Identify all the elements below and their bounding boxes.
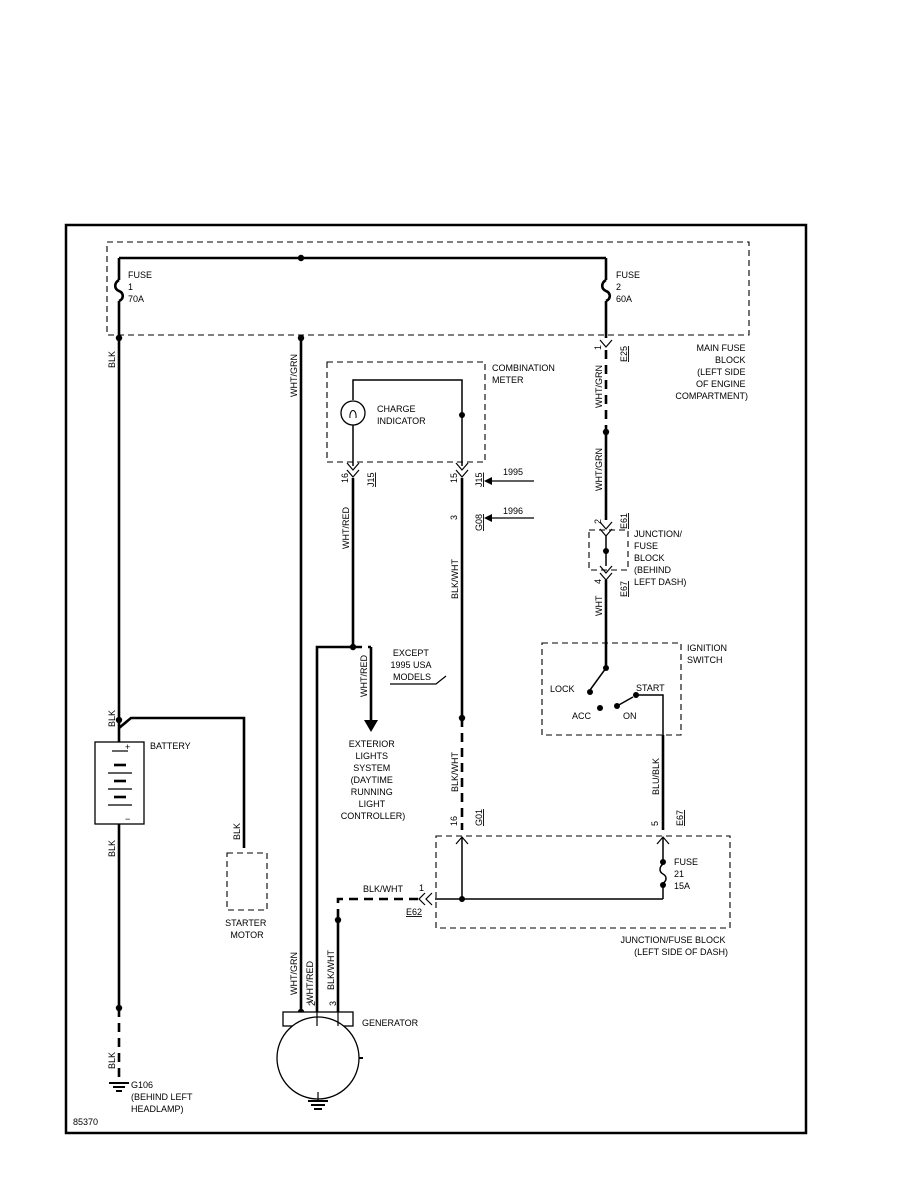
junction-fuse-block-large-box (435, 835, 731, 929)
starter-motor-box (226, 852, 268, 911)
wire-label-blu-blk: BLU/BLK (651, 758, 661, 795)
wire-label-wht: WHT (594, 595, 604, 616)
connector-g01-symbol (455, 836, 469, 845)
starter-motor-label: STARTER MOTOR (225, 918, 269, 940)
note-1995: 1995 (503, 467, 523, 477)
connector-j15-a: J15 (366, 472, 376, 487)
ignition-position-on: ON (623, 711, 637, 721)
connector-e25-symbol (599, 339, 613, 348)
pin-j15-16: 16 (340, 473, 350, 483)
pin-e25: 1 (593, 345, 603, 350)
wire-label-wht-grn-right-lower: WHT/GRN (594, 448, 604, 491)
fuse-2-symbol (600, 258, 612, 338)
ignition-position-lock: LOCK (550, 684, 575, 694)
connector-e61: E61 (619, 513, 629, 529)
wire-label-blk-upper: BLK (107, 351, 117, 368)
wire-label-blk-wht-lower: BLK/WHT (450, 751, 460, 792)
fuse-1-symbol (113, 258, 125, 338)
charge-indicator-label: CHARGE INDICATOR (377, 404, 426, 426)
connector-e62-symbol (418, 892, 433, 906)
generator-pin-3: 3 (328, 1001, 338, 1006)
pin-e67-a: 4 (593, 579, 603, 584)
ground-g106-label: G106 (BEHIND LEFT HEADLAMP) (131, 1080, 195, 1114)
wire-label-blk-lower: BLK (107, 840, 117, 857)
fuse-21-label: FUSE 21 15A (674, 857, 701, 891)
battery-label: BATTERY (150, 741, 191, 751)
wire-label-blk-wht-generator: BLK/WHT (326, 949, 336, 990)
connector-j15-16-symbol (346, 462, 360, 478)
connector-e67-b: E67 (675, 810, 685, 826)
connector-e62: E62 (406, 907, 422, 917)
generator-symbol (276, 1011, 363, 1110)
ground-g106-symbol (109, 1082, 129, 1092)
battery-minus: − (125, 814, 130, 824)
connector-e25: E25 (619, 346, 629, 362)
ignition-switch-label: IGNITION SWITCH (687, 643, 730, 665)
note-1996: 1996 (503, 506, 523, 516)
combination-meter-box (326, 361, 486, 463)
ignition-switch-box (541, 642, 682, 736)
pin-g08: 3 (449, 515, 459, 520)
main-fuse-block-label: MAIN FUSE BLOCK (LEFT SIDE OF ENGINE COM… (675, 343, 748, 401)
wire-label-wht-red-lower: WHT/RED (305, 961, 315, 1003)
wire-label-blk-wht-e62: BLK/WHT (363, 884, 404, 894)
generator-pin-2: 2 (307, 1001, 317, 1006)
diagram-frame (64, 223, 808, 1135)
charge-indicator-symbol (340, 400, 366, 426)
wire-label-wht-red-upper: WHT/RED (341, 507, 351, 549)
exterior-lights-label: EXTERIOR LIGHTS SYSTEM (DAYTIME RUNNING … (341, 739, 406, 821)
connector-e67-a: E67 (619, 581, 629, 597)
junction-fuse-block-small-label: JUNCTION/ FUSE BLOCK (BEHIND LEFT DASH) (634, 529, 686, 587)
wire-label-blk-wht-upper: BLK/WHT (450, 558, 460, 599)
except-note: EXCEPT 1995 USA MODELS (390, 648, 433, 682)
connector-g08: G08 (474, 514, 484, 531)
wire-label-wht-grn-right-upper: WHT/GRN (594, 365, 604, 408)
pin-g01: 16 (449, 816, 459, 826)
pin-e62: 1 (419, 883, 424, 893)
junction-fuse-block-large-label: JUNCTION/FUSE BLOCK (LEFT SIDE OF DASH) (620, 935, 728, 957)
connector-j15-b: J15 (474, 472, 484, 487)
wire-label-blk-ground: BLK (107, 1052, 117, 1069)
connector-e67-a-symbol (599, 565, 613, 581)
pin-e67-b: 5 (650, 821, 660, 826)
battery-symbol (94, 741, 145, 825)
arrow-to-exterior-lights (364, 720, 378, 732)
connector-e67-b-symbol (656, 836, 670, 845)
combination-meter-label: COMBINATION METER (492, 363, 557, 385)
diagram-id: 85370 (73, 1117, 98, 1127)
wire-label-wht-red-lights: WHT/RED (359, 655, 369, 697)
wire-label-blk-battery: BLK (107, 710, 117, 727)
battery-plus: + (125, 742, 130, 752)
pin-j15-15: 15 (449, 473, 459, 483)
wire-label-wht-grn-lower: WHT/GRN (289, 952, 299, 995)
wire-label-blk-starter: BLK (232, 823, 242, 840)
pin-e61: 2 (593, 519, 603, 524)
connector-j15-15-symbol (455, 462, 469, 478)
wire-label-wht-grn-upper: WHT/GRN (289, 354, 299, 397)
fuse-21-symbol (659, 863, 667, 884)
ignition-position-start: START (636, 683, 665, 693)
ignition-position-acc: ACC (572, 711, 592, 721)
generator-label: GENERATOR (362, 1018, 419, 1028)
connector-g01: G01 (474, 809, 484, 826)
